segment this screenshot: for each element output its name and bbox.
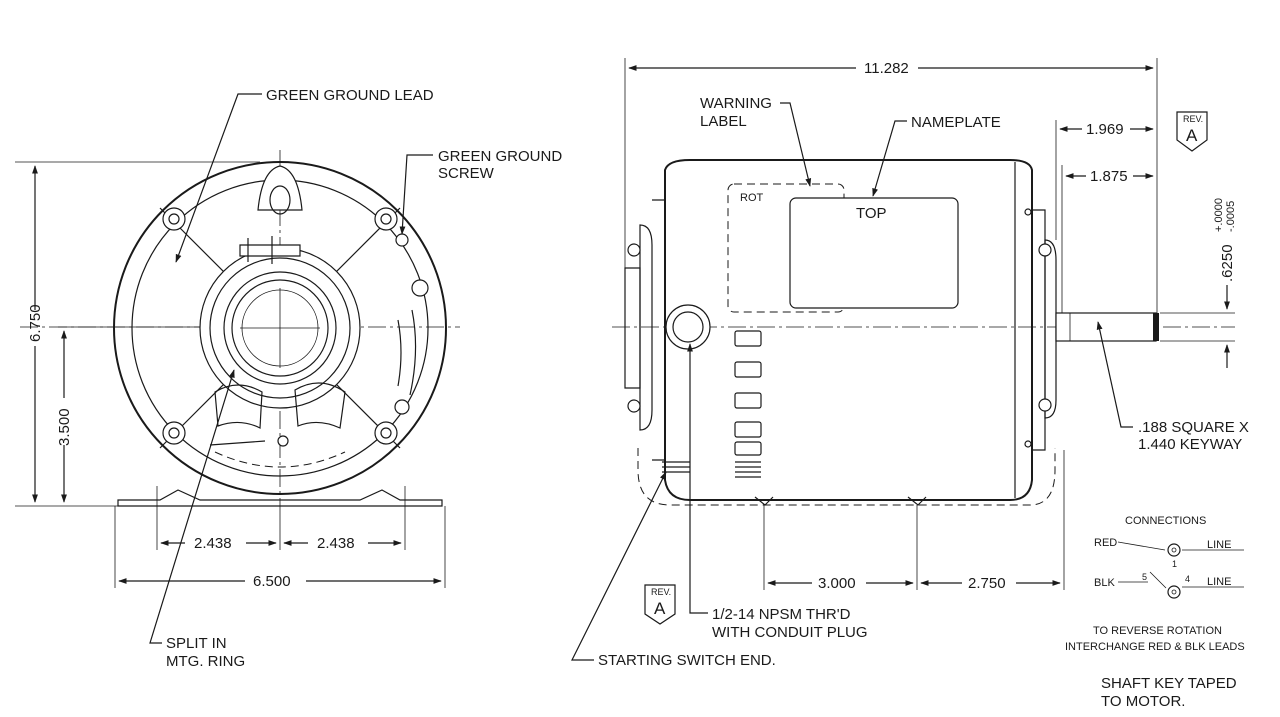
dim-shaft-flat: 1.875 xyxy=(1090,168,1128,185)
mounting-bolt-bottom-left xyxy=(162,421,186,445)
svg-text:4: 4 xyxy=(1185,574,1190,584)
dim-height: 6.750 xyxy=(27,304,44,342)
dim-shaft-length: 1.969 xyxy=(1086,121,1124,138)
callout-conduit-1: 1/2-14 NPSM THR'D xyxy=(712,606,851,623)
callout-keyway-2: 1.440 KEYWAY xyxy=(1138,436,1242,453)
end-shield-outline xyxy=(113,161,447,495)
front-view: 6.750 3.500 2.438 2.438 6.500 GREEN GROU… xyxy=(15,87,562,670)
dim-mount-spacing: 3.000 xyxy=(818,575,856,592)
rotation-label: ROT xyxy=(740,192,764,204)
connections-diagram: CONNECTIONS RED BLK LINE LINE 1 5 4 TO R… xyxy=(1065,515,1245,653)
dim-center-height: 3.500 xyxy=(56,408,73,446)
callout-switch-end: STARTING SWITCH END. xyxy=(598,652,776,669)
dim-mount-to-end: 2.750 xyxy=(968,575,1006,592)
callout-split-ring-1: SPLIT IN xyxy=(166,635,227,652)
svg-text:A: A xyxy=(1186,126,1198,145)
callout-split-ring-2: MTG. RING xyxy=(166,653,245,670)
conn-line-1: LINE xyxy=(1207,539,1231,551)
svg-text:REV.: REV. xyxy=(1183,114,1203,124)
shaft-note-1: SHAFT KEY TAPED xyxy=(1101,675,1237,692)
mounting-bolt-top-left xyxy=(162,207,186,231)
nameplate-top: TOP xyxy=(856,205,887,222)
revision-badge-top: REV. A xyxy=(1176,111,1208,152)
callout-ground-screw-1: GREEN GROUND xyxy=(438,148,562,165)
ground-screw xyxy=(395,233,409,247)
dim-half-width-right: 2.438 xyxy=(317,535,355,552)
shaft-note-2: TO MOTOR. xyxy=(1101,693,1185,710)
nameplate xyxy=(789,197,959,309)
svg-text:5: 5 xyxy=(1142,572,1147,582)
conn-note-2: INTERCHANGE RED & BLK LEADS xyxy=(1065,641,1245,653)
callout-ground-screw-2: SCREW xyxy=(438,165,495,182)
svg-text:REV.: REV. xyxy=(651,587,671,597)
mounting-bolt-top-right xyxy=(374,207,398,231)
conn-blk: BLK xyxy=(1094,577,1115,589)
motor-frame xyxy=(664,159,1033,501)
dim-overall-length: 11.282 xyxy=(864,60,909,77)
revision-badge-bottom: REV. A xyxy=(644,584,676,625)
dim-base-width: 6.500 xyxy=(253,573,291,590)
callout-nameplate: NAMEPLATE xyxy=(911,114,1001,131)
dim-shaft-tol-minus: -.0005 xyxy=(1225,201,1237,232)
svg-text:A: A xyxy=(654,599,666,618)
dim-shaft-tol-plus: +.0000 xyxy=(1213,198,1225,232)
shaft xyxy=(1055,312,1157,342)
callout-keyway-1: .188 SQUARE X xyxy=(1138,419,1249,436)
vent-slots xyxy=(662,330,762,478)
conn-note-1: TO REVERSE ROTATION xyxy=(1093,625,1222,637)
callout-warning-2: LABEL xyxy=(700,113,747,130)
conn-line-2: LINE xyxy=(1207,576,1231,588)
dim-shaft-diameter: .6250 xyxy=(1219,244,1236,282)
svg-text:1: 1 xyxy=(1172,559,1177,569)
callout-green-ground-lead: GREEN GROUND LEAD xyxy=(266,87,434,104)
mounting-bolt-bottom-right xyxy=(374,421,398,445)
callout-warning-1: WARNING xyxy=(700,95,772,112)
mounting-base xyxy=(117,489,443,507)
conn-red: RED xyxy=(1094,537,1117,549)
side-view: ROT TOP WARNING LABEL NAMEPLATE .188 SQU… xyxy=(571,58,1249,669)
callout-conduit-2: WITH CONDUIT PLUG xyxy=(712,624,868,641)
connections-title: CONNECTIONS xyxy=(1125,515,1206,527)
dim-half-width-left: 2.438 xyxy=(194,535,232,552)
